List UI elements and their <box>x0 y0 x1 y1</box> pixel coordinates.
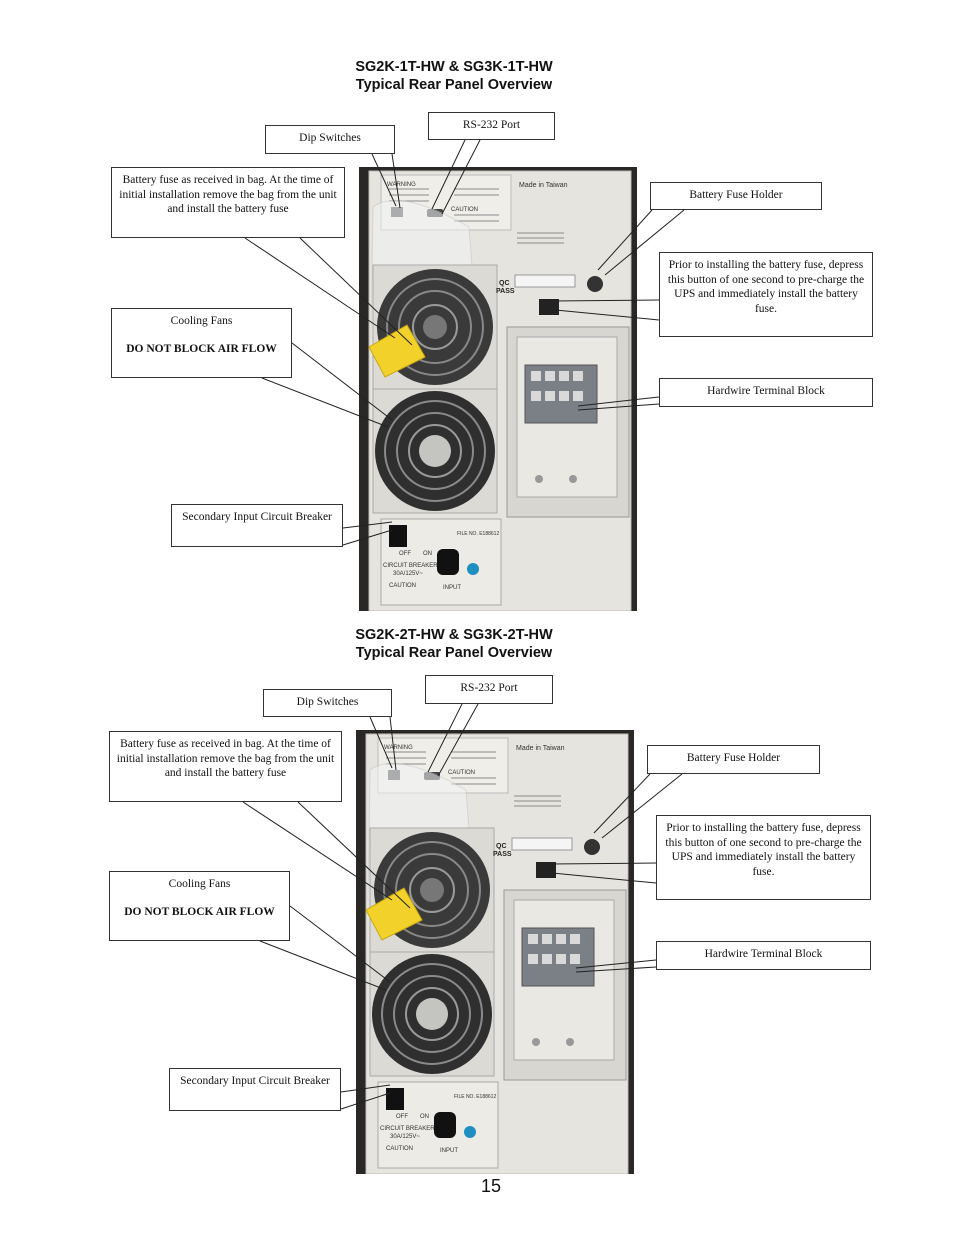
section-1-title: SG2K-1T-HW & SG3K-1T-HW Typical Rear Pan… <box>0 58 954 94</box>
callout-secondary-breaker: Secondary Input Circuit Breaker <box>169 1068 341 1111</box>
callout-hardwire-terminal-block: Hardwire Terminal Block <box>656 941 871 970</box>
rear-panel-illustration-2: WARNING CAUTION Made in Taiwan QC PASS <box>356 730 634 1174</box>
callout-battery-fuse-holder: Battery Fuse Holder <box>647 745 820 774</box>
on-label: ON <box>420 1114 429 1120</box>
caution-label-2: CAUTION <box>386 1146 413 1152</box>
callout-rs232-port: RS-232 Port <box>428 112 555 140</box>
callout-secondary-breaker: Secondary Input Circuit Breaker <box>171 504 343 547</box>
input-label: INPUT <box>440 1148 458 1154</box>
callout-battery-fuse-holder: Battery Fuse Holder <box>650 182 822 210</box>
file-no-label: FILE NO. E188612 <box>454 1094 496 1100</box>
caution-label: CAUTION <box>451 207 478 213</box>
warning-label: WARNING <box>384 745 413 751</box>
caution-label-2: CAUTION <box>389 583 416 589</box>
qc-label: QC <box>499 280 510 287</box>
callout-battery-fuse-bag: Battery fuse as received in bag. At the … <box>111 167 345 238</box>
rating-label: 30A/125V~ <box>390 1134 420 1140</box>
callout-cooling-fans: Cooling Fans DO NOT BLOCK AIR FLOW <box>109 871 290 941</box>
callout-cooling-fans: Cooling Fans DO NOT BLOCK AIR FLOW <box>111 308 292 378</box>
callout-dip-switches: Dip Switches <box>263 689 392 717</box>
callout-precharge-button: Prior to installing the battery fuse, de… <box>659 252 873 337</box>
rating-label: 30A/125V~ <box>393 571 423 577</box>
callout-rs232-port: RS-232 Port <box>425 675 553 704</box>
made-in-label: Made in Taiwan <box>516 745 565 752</box>
circuit-breaker-label: CIRCUIT BREAKER <box>383 563 438 569</box>
input-label: INPUT <box>443 585 461 591</box>
qc-label: QC <box>496 843 507 850</box>
warning-label: WARNING <box>387 182 416 188</box>
rear-panel-photo-2: WARNING CAUTION Made in Taiwan QC PASS <box>356 730 634 1174</box>
file-no-label: FILE NO. E188612 <box>457 531 499 537</box>
off-label: OFF <box>399 551 411 557</box>
made-in-label: Made in Taiwan <box>519 182 568 189</box>
caution-label: CAUTION <box>448 770 475 776</box>
rear-panel-illustration: WARNING CAUTION Made in Taiwan QC PASS <box>359 167 637 611</box>
section-2-title: SG2K-2T-HW & SG3K-2T-HW Typical Rear Pan… <box>0 626 954 662</box>
off-label: OFF <box>396 1114 408 1120</box>
circuit-breaker-label: CIRCUIT BREAKER <box>380 1126 435 1132</box>
page-number: 15 <box>0 1176 954 1197</box>
pass-label: PASS <box>493 851 512 858</box>
callout-dip-switches: Dip Switches <box>265 125 395 154</box>
on-label: ON <box>423 551 432 557</box>
callout-battery-fuse-bag: Battery fuse as received in bag. At the … <box>109 731 342 802</box>
rear-panel-photo-1: WARNING CAUTION Made in Taiwan QC PASS <box>359 167 637 611</box>
callout-precharge-button: Prior to installing the battery fuse, de… <box>656 815 871 900</box>
pass-label: PASS <box>496 288 515 295</box>
callout-hardwire-terminal-block: Hardwire Terminal Block <box>659 378 873 407</box>
